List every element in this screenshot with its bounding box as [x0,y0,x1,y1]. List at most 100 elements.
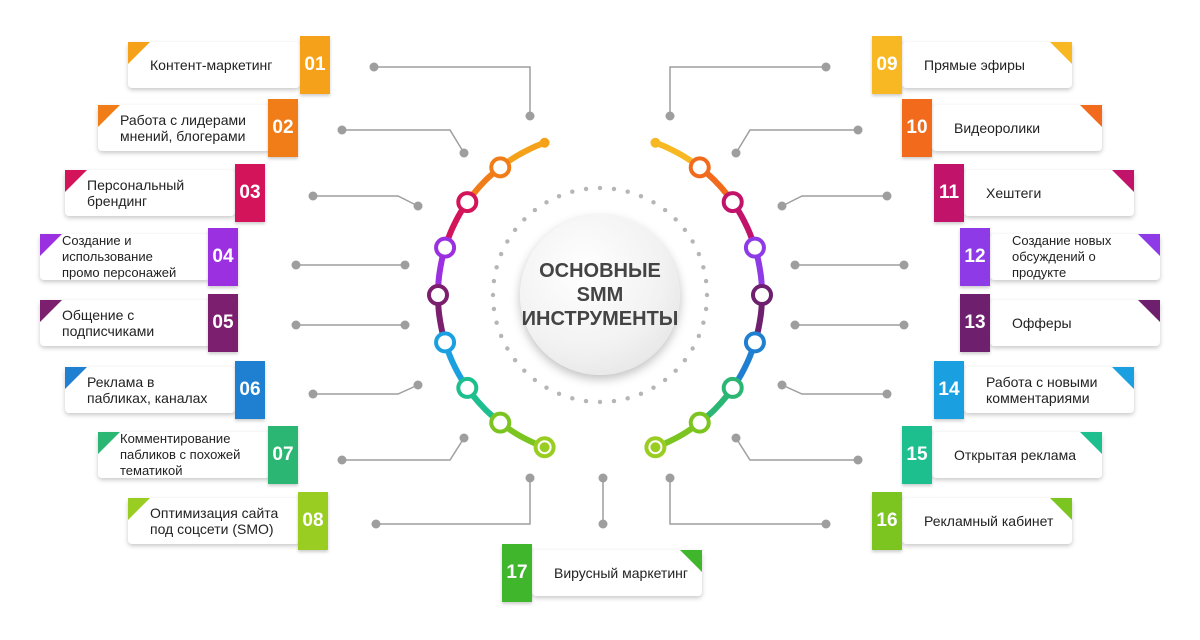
card-corner-accent [1050,42,1072,64]
inner-dot [682,227,688,233]
tool-number-10: 10 [902,99,932,157]
ring-node-right-2 [721,191,744,214]
connector-dot [882,389,892,399]
inner-dot [505,346,510,351]
connector-dot [337,125,347,135]
tool-label: Комментирование пабликов с похожей темат… [120,431,241,478]
tool-number-11: 11 [934,164,964,222]
inner-dot [491,278,497,284]
inner-dot [611,186,617,192]
tool-number-01: 01 [300,36,330,94]
tool-number-09: 09 [872,36,902,94]
tool-label: Рекламный кабинет [924,513,1054,529]
connector-dot [853,125,863,135]
inner-dot [597,399,603,405]
center-circle: ОСНОВНЫЕ SMM ИНСТРУМЕНТЫ [520,215,680,375]
inner-dot [690,346,695,351]
card-corner-accent [1080,432,1102,454]
inner-dot [491,306,497,312]
inner-dot [498,333,504,339]
tool-label: Оптимизация сайта под соцсети (SMO) [150,505,279,537]
inner-dot [673,368,678,373]
tool-card-06: Реклама в пабликах, каналах [65,367,235,413]
connector-line-2 [342,129,465,154]
inner-dot [651,200,656,205]
ring-end-dot-3 [650,442,661,453]
card-corner-accent [1080,105,1102,127]
connector-line-3 [313,195,419,207]
inner-dot [638,193,644,199]
connector-line-1 [374,66,531,116]
tool-card-17: Вирусный маркетинг [532,550,702,596]
ring-node-right-1 [688,156,711,179]
tool-number-08: 08 [298,492,328,550]
tool-label: Персональный брендинг [87,177,185,209]
ring-node-left-5 [434,331,457,354]
connector-dot [371,519,381,529]
card-corner-accent [98,432,120,454]
inner-dot [701,265,706,270]
connector-dot [400,260,410,270]
tool-card-13: Офферы [990,300,1160,346]
connector-line-8 [376,478,531,525]
inner-dot [625,396,630,401]
connector-dot [369,62,379,72]
card-corner-accent [1138,234,1160,256]
ring-node-left-1 [489,156,512,179]
inner-dot [696,251,702,257]
tool-number-13: 13 [960,294,990,352]
inner-dot [638,391,644,397]
ring-node-left-7 [489,411,512,434]
card-corner-accent [65,367,87,389]
connector-dot [790,260,800,270]
card-corner-accent [128,42,150,64]
inner-dot [611,398,617,404]
connector-line-16 [669,478,826,525]
tool-number-07: 07 [268,426,298,484]
ring-end-dot-0 [539,137,550,148]
inner-dot [494,265,499,270]
connector-dot [459,148,469,158]
inner-dot [556,193,562,199]
inner-dot [570,396,575,401]
inner-dot [701,320,706,325]
tool-label: Общение с подписчиками [62,307,155,339]
card-corner-accent [680,550,702,572]
tool-label: Видеоролики [954,120,1041,136]
card-corner-accent [65,170,87,192]
connector-dot [899,320,909,330]
inner-dot [544,385,549,390]
connector-dot [525,111,535,121]
connector-dot [337,455,347,465]
connector-dot [665,111,675,121]
card-corner-accent [40,234,62,256]
inner-dot [505,239,510,244]
inner-dot [662,207,668,213]
tool-card-03: Персональный брендинг [65,170,235,216]
inner-dot [583,186,589,192]
connector-dot [821,519,831,529]
connector-line-9 [669,66,826,116]
connector-dot [790,320,800,330]
inner-dot [662,377,668,383]
connector-dot [731,148,741,158]
inner-dot [651,385,656,390]
tool-card-16: Рекламный кабинет [902,498,1072,544]
inner-dot [682,357,688,363]
inner-dot [490,292,496,298]
card-corner-accent [40,300,62,322]
ring-node-left-2 [456,191,479,214]
inner-dot [704,292,710,298]
connector-dot [777,380,787,390]
tool-number-16: 16 [872,492,902,550]
ring-node-right-4 [751,284,773,306]
tool-card-14: Работа с новыми комментариями [964,367,1134,413]
inner-dot [512,357,518,363]
tool-number-03: 03 [235,164,265,222]
inner-dot [703,306,709,312]
tool-label: Работа с лидерами мнений, блогерами [120,112,246,144]
inner-dot [625,189,630,194]
tool-label: Офферы [1012,315,1072,331]
connector-dot [308,389,318,399]
